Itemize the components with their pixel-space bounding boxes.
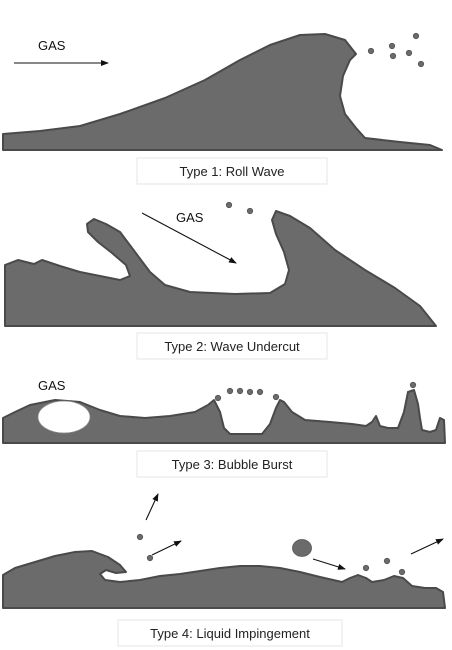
droplet-spray xyxy=(214,381,417,402)
caption: Type 4: Liquid Impingement xyxy=(150,626,310,641)
gas-label: GAS xyxy=(38,38,66,53)
droplet xyxy=(389,52,397,60)
gas-label: GAS xyxy=(176,210,204,225)
droplet xyxy=(246,388,254,396)
caption-box xyxy=(136,157,328,185)
droplet xyxy=(225,201,233,209)
bubble-burst-liquid xyxy=(2,389,446,444)
droplet-spray xyxy=(225,201,254,215)
droplet xyxy=(417,60,425,68)
gas-bubble xyxy=(37,400,91,434)
droplet xyxy=(226,387,234,395)
caption-box xyxy=(136,332,328,360)
panel-wave-undercut: GAS Type 2: Wave Undercut xyxy=(4,201,437,360)
caption-box xyxy=(136,450,328,478)
wave-undercut-liquid xyxy=(4,210,437,327)
droplet-trajectory-arrow xyxy=(145,493,159,521)
panel-liquid-impingement: Type 4: Liquid Impingement xyxy=(2,493,446,647)
droplet-spray xyxy=(367,32,425,68)
droplet xyxy=(246,207,254,215)
caption-box xyxy=(117,619,343,647)
droplet xyxy=(256,388,264,396)
droplet-trajectory-arrow xyxy=(151,540,182,556)
droplet xyxy=(136,533,144,541)
caption: Type 1: Roll Wave xyxy=(179,164,284,179)
caption: Type 3: Bubble Burst xyxy=(172,457,293,472)
droplet xyxy=(409,381,417,389)
liquid-impingement-liquid xyxy=(2,550,446,609)
gas-label: GAS xyxy=(38,378,66,393)
droplet xyxy=(388,42,396,50)
droplet xyxy=(398,568,406,576)
droplet-trajectory-arrow xyxy=(410,538,444,555)
droplet xyxy=(383,557,391,565)
droplet xyxy=(362,564,370,572)
droplet-trajectory-arrow xyxy=(312,558,346,570)
caption: Type 2: Wave Undercut xyxy=(164,339,300,354)
droplet xyxy=(146,554,154,562)
roll-wave-liquid xyxy=(2,33,443,151)
droplet xyxy=(412,32,420,40)
droplet xyxy=(214,394,222,402)
panel-roll-wave: GAS Type 1: Roll Wave xyxy=(2,32,443,185)
droplet-spray xyxy=(136,533,406,576)
panel-bubble-burst: GAS Type 3: Bubble Burst xyxy=(2,378,446,478)
droplet xyxy=(236,387,244,395)
gas-flow-arrow xyxy=(141,212,237,264)
droplet xyxy=(367,47,375,55)
large-droplet xyxy=(292,539,312,557)
droplet xyxy=(405,49,413,57)
droplet xyxy=(272,393,280,401)
